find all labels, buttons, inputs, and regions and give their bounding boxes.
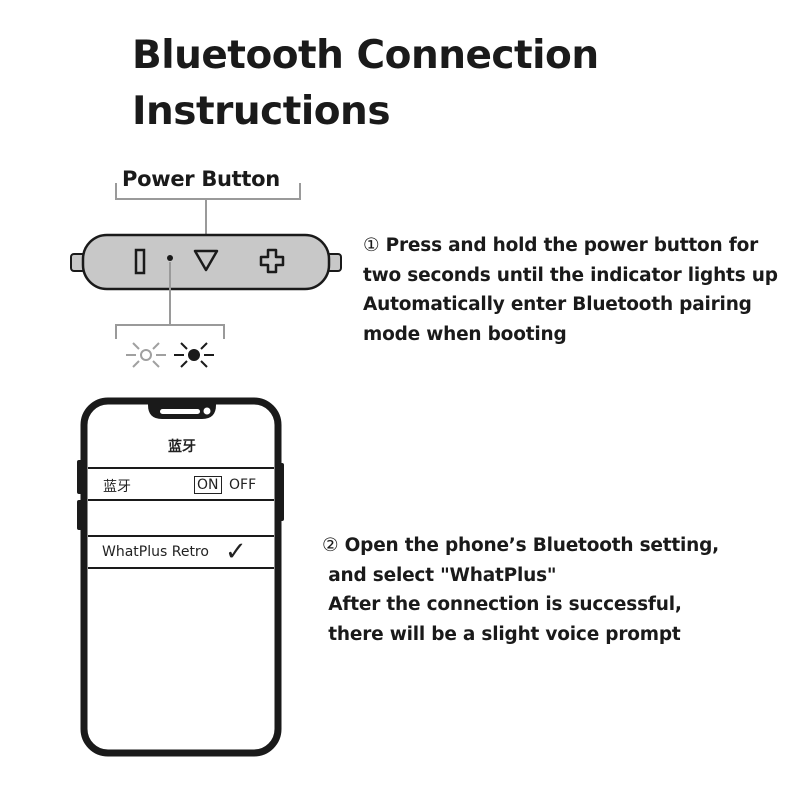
page-title: Bluetooth Connection Instructions [132,28,599,140]
step-2-line-1: ② Open the phone’s Bluetooth setting, [322,535,719,556]
step-1-instructions: ① Press and hold the power button for tw… [363,231,778,349]
power-triangle-icon [193,249,219,272]
power-button-label: Power Button [122,167,280,191]
plus-icon [259,248,285,274]
remote-control [70,233,342,291]
step-2-line-2: and select "WhatPlus" [328,564,557,586]
remote-body [81,233,331,291]
step-2-instructions: ② Open the phone’s Bluetooth setting, an… [322,531,719,649]
step-1-marker: ① [363,235,380,256]
indicator-dot-icon [167,255,173,261]
step-2-line-3: After the connection is successful, [328,594,682,615]
device-list-item[interactable]: WhatPlus Retro [102,544,209,560]
minus-icon [134,248,146,275]
step-1-line-3: Automatically enter Bluetooth pairing [363,294,752,315]
light-dim-icon [126,342,166,368]
bluetooth-row-label: 蓝牙 [103,479,131,495]
bluetooth-off-toggle[interactable]: OFF [229,477,257,493]
phone-screen-header: 蓝牙 [168,439,196,455]
check-icon: ✓ [225,537,247,567]
step-1-line-2: two seconds until the indicator lights u… [363,264,778,286]
power-bracket [115,183,301,200]
bluetooth-on-toggle[interactable]: ON [194,476,222,494]
step-1-line-4: mode when booting [363,323,567,345]
step-2-line-4: there will be a slight voice prompt [328,623,681,645]
phone [77,397,284,757]
phone-speaker [160,409,200,414]
step-2-marker: ② [322,535,339,556]
phone-camera [203,407,211,415]
title-line-2: Instructions [132,89,391,134]
title-line-1: Bluetooth Connection [132,33,599,78]
light-on-icon [174,342,214,368]
step-1-line-1: ① Press and hold the power button for [363,235,759,256]
indicator-bracket [115,324,225,339]
